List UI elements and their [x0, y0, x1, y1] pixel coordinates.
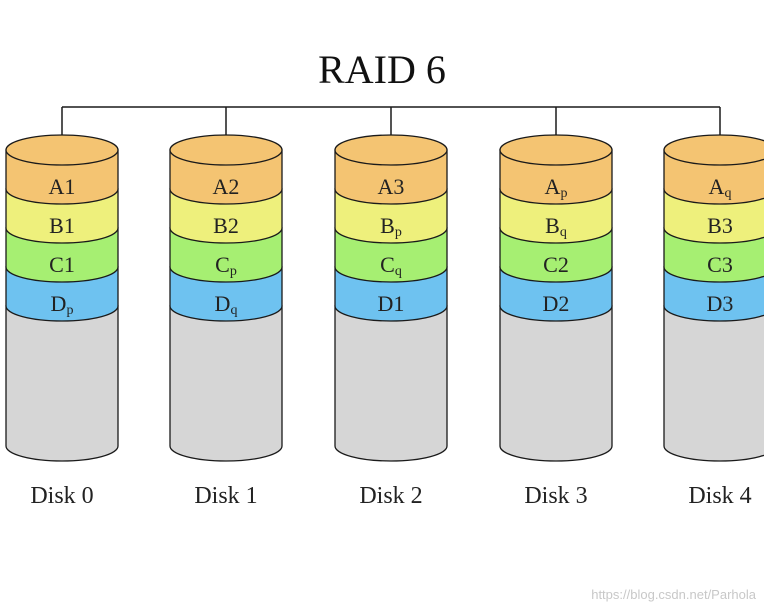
block-label: Aq — [709, 174, 732, 201]
block-label: A2 — [213, 174, 240, 199]
disk-empty-space — [169, 305, 283, 462]
disk-empty-space — [663, 305, 764, 462]
block-label: B3 — [707, 213, 733, 238]
disk-empty-space — [334, 305, 448, 462]
block-label: Bp — [380, 213, 402, 240]
disk-empty-space — [5, 305, 119, 462]
disk-label: Disk 0 — [30, 483, 93, 509]
block-label: Bq — [545, 213, 567, 240]
block-label: B1 — [49, 213, 75, 238]
disk-label: Disk 3 — [524, 483, 587, 509]
disk-top-cap — [334, 134, 448, 166]
block-label: B2 — [213, 213, 239, 238]
disk-top-cap — [499, 134, 613, 166]
block-label: D3 — [707, 291, 734, 316]
block-label: Ap — [545, 174, 568, 201]
block-label: Dq — [215, 291, 238, 318]
block-label: Cp — [215, 252, 237, 279]
block-label: D1 — [378, 291, 405, 316]
block-label: D2 — [543, 291, 570, 316]
diagram-title: RAID 6 — [318, 47, 446, 92]
disk-top-cap — [169, 134, 283, 166]
block-label: C3 — [707, 252, 733, 277]
disk-top-cap — [5, 134, 119, 166]
block-label: Cq — [380, 252, 402, 279]
block-label: C2 — [543, 252, 569, 277]
disk-label: Disk 2 — [359, 483, 422, 509]
disk-top-cap — [663, 134, 764, 166]
watermark: https://blog.csdn.net/Parhola — [591, 587, 756, 602]
disk-label: Disk 4 — [688, 483, 751, 509]
disk-label: Disk 1 — [194, 483, 257, 509]
block-label: C1 — [49, 252, 75, 277]
block-label: A3 — [378, 174, 405, 199]
disk-empty-space — [499, 305, 613, 462]
block-label: A1 — [49, 174, 76, 199]
block-label: Dp — [51, 291, 74, 318]
